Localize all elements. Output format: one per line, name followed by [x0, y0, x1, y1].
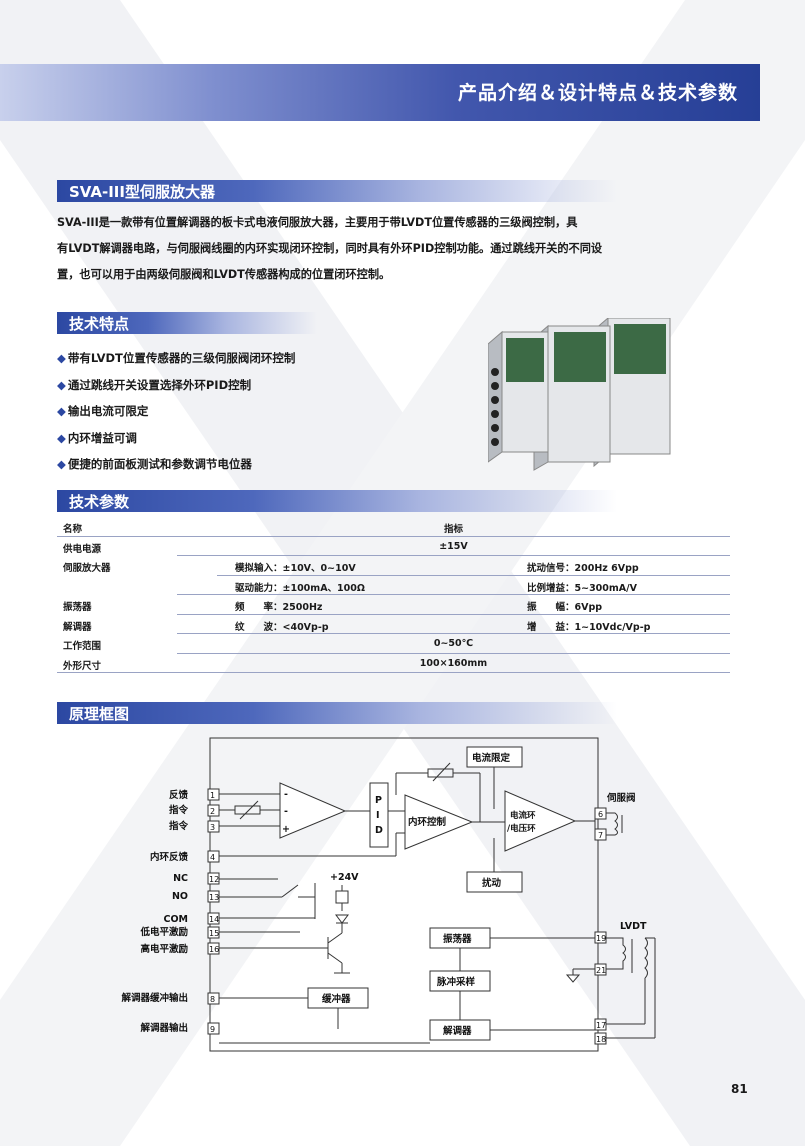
- svg-text:扰动: 扰动: [482, 877, 502, 889]
- svg-text:脉冲采样: 脉冲采样: [436, 976, 476, 988]
- svg-text:内环反馈: 内环反馈: [150, 851, 189, 863]
- svg-text:17: 17: [596, 1021, 606, 1030]
- table-row: 外形尺寸 100×160mm: [57, 654, 730, 673]
- section-title: SVA-III型伺服放大器: [69, 183, 215, 201]
- svg-text:9: 9: [210, 1025, 215, 1034]
- svg-text:内环控制: 内环控制: [408, 816, 447, 828]
- svg-text:4: 4: [210, 853, 215, 862]
- spec-table: 名称 指标 供电电源 ±15V 伺服放大器 模拟输入：±10V、0~10V 扰动…: [57, 517, 730, 673]
- svg-text:12: 12: [209, 875, 219, 884]
- diamond-bullet-icon: ◆: [57, 457, 66, 471]
- svg-text:指令: 指令: [169, 820, 189, 832]
- product-photo: [488, 318, 671, 471]
- svg-text:6: 6: [598, 810, 603, 819]
- svg-text:2: 2: [210, 807, 215, 816]
- section-header-diagram: 原理框图: [57, 702, 617, 724]
- feature-item: ◆内环增益可调: [57, 430, 137, 445]
- banner-title: 产品介绍＆设计特点＆技术参数: [457, 82, 738, 104]
- diamond-bullet-icon: ◆: [57, 430, 66, 445]
- svg-text:缓冲器: 缓冲器: [322, 993, 351, 1005]
- section-header-specs: 技术参数: [57, 490, 617, 512]
- feature-list: ◆带有LVDT位置传感器的三级伺服阀闭环控制 ◆通过跳线开关设置选择外环PID控…: [57, 345, 295, 478]
- svg-text:P: P: [375, 795, 382, 806]
- svg-text:21: 21: [596, 966, 606, 975]
- svg-text:解调器: 解调器: [443, 1025, 472, 1037]
- table-row: 解调器 纹 波：<40Vp-p 增 益：1~10Vdc/Vp-p: [57, 615, 730, 634]
- svg-text:8: 8: [210, 995, 215, 1004]
- section-title: 技术特点: [69, 315, 130, 333]
- svg-text:-: -: [284, 806, 288, 817]
- svg-text:D: D: [375, 825, 383, 836]
- feature-item: ◆便捷的前面板测试和参数调节电位器: [57, 457, 252, 471]
- table-row: 振荡器 频 率：2500Hz 振 幅：6Vpp: [57, 595, 730, 615]
- svg-text:18: 18: [596, 1035, 606, 1044]
- svg-text:振荡器: 振荡器: [443, 933, 472, 945]
- svg-text:指令: 指令: [169, 804, 189, 816]
- svg-text:反馈: 反馈: [169, 789, 189, 801]
- feature-item: ◆输出电流可限定: [57, 404, 149, 418]
- block-diagram: 反馈 指令 指令 内环反馈 NC NO COM 低电平激励 高电平激励 解调器缓…: [121, 737, 656, 1052]
- section-header-product: SVA-III型伺服放大器: [57, 180, 617, 202]
- table-row: 伺服放大器 模拟输入：±10V、0~10V 扰动信号：200Hz 6Vpp: [57, 556, 730, 576]
- diamond-bullet-icon: ◆: [57, 404, 66, 418]
- svg-text:NC: NC: [173, 873, 188, 884]
- svg-text:COM: COM: [163, 914, 188, 925]
- table-row: 供电电源 ±15V: [57, 537, 730, 556]
- svg-text:高电平激励: 高电平激励: [140, 943, 188, 955]
- table-row: 工作范围 0~50℃: [57, 634, 730, 654]
- section-title: 技术参数: [69, 493, 130, 511]
- description-line: 置，也可以用于由两级伺服阀和LVDT传感器构成的位置闭环控制。: [57, 268, 391, 281]
- svg-text:19: 19: [596, 934, 606, 943]
- svg-text:电流限定: 电流限定: [472, 752, 511, 764]
- svg-text:/电压环: /电压环: [507, 823, 536, 834]
- svg-text:3: 3: [210, 823, 215, 832]
- svg-text:+: +: [282, 824, 290, 835]
- svg-text:16: 16: [209, 945, 219, 954]
- svg-text:解调器输出: 解调器输出: [140, 1022, 188, 1034]
- section-header-features: 技术特点: [57, 312, 317, 334]
- svg-text:15: 15: [209, 929, 219, 938]
- svg-text:1: 1: [210, 791, 215, 800]
- section-title: 原理框图: [69, 705, 130, 723]
- top-banner: 产品介绍＆设计特点＆技术参数: [0, 64, 760, 121]
- svg-text:NO: NO: [172, 891, 188, 902]
- page-number: 81: [731, 1082, 748, 1096]
- description-line: 有LVDT解调器电路，与伺服阀线圈的内环实现闭环控制，同时具有外环PID控制功能…: [57, 242, 603, 255]
- table-row: 驱动能力：±100mA、100Ω 比例增益：5~300mA/V: [57, 576, 730, 595]
- feature-item: ◆带有LVDT位置传感器的三级伺服阀闭环控制: [57, 351, 296, 365]
- svg-text:I: I: [376, 810, 380, 821]
- svg-text:LVDT: LVDT: [620, 921, 647, 932]
- svg-text:-: -: [284, 789, 288, 800]
- svg-text:伺服阀: 伺服阀: [606, 792, 636, 804]
- feature-item: ◆通过跳线开关设置选择外环PID控制: [57, 377, 252, 392]
- svg-text:7: 7: [598, 831, 603, 840]
- svg-text:低电平激励: 低电平激励: [139, 926, 188, 938]
- svg-text:14: 14: [209, 915, 219, 924]
- diamond-bullet-icon: ◆: [57, 377, 66, 392]
- svg-text:解调器缓冲输出: 解调器缓冲输出: [121, 992, 188, 1004]
- table-row: 名称 指标: [57, 517, 730, 537]
- svg-text:13: 13: [209, 893, 219, 902]
- product-description: SVA-III是一款带有位置解调器的板卡式电液伺服放大器，主要用于带LVDT位置…: [57, 210, 707, 288]
- svg-text:+24V: +24V: [330, 872, 359, 883]
- diamond-bullet-icon: ◆: [57, 351, 66, 365]
- svg-text:电流环: 电流环: [510, 810, 536, 821]
- description-line: SVA-III是一款带有位置解调器的板卡式电液伺服放大器，主要用于带LVDT位置…: [57, 216, 578, 229]
